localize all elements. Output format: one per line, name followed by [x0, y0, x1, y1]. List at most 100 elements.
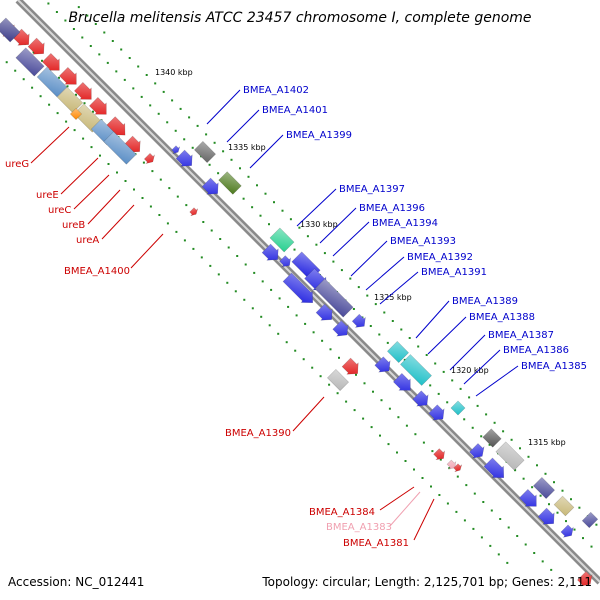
tick-dot [455, 510, 458, 513]
gene-red-feature [27, 37, 45, 55]
tick-dot [219, 238, 222, 240]
tick-dot [278, 297, 281, 300]
tick-dot [162, 90, 165, 93]
tick-dot [103, 31, 106, 34]
gene-blue-feature [537, 507, 555, 525]
tick-dot [502, 430, 505, 433]
tick-dot [168, 187, 171, 190]
tick-dot [111, 40, 114, 42]
gene-navy-feature [581, 511, 599, 529]
tick-dot [82, 137, 85, 140]
tick-dot [128, 57, 131, 59]
tick-dot [217, 172, 220, 175]
tick-dot [372, 390, 374, 393]
label-bmea-a1397: BMEA_A1397 [339, 184, 405, 195]
gene-blue-feature [393, 373, 411, 391]
tick-dot [570, 498, 572, 501]
label-bmea-a1385: BMEA_A1385 [521, 361, 587, 372]
tick-dot [539, 494, 542, 497]
tick-dot [179, 107, 182, 110]
tick-dot [404, 460, 407, 462]
tick-dot [357, 286, 360, 289]
tick-dot [259, 214, 262, 217]
tick-dot [171, 99, 174, 102]
tick-dot [32, 51, 35, 54]
tick-dot [268, 223, 270, 226]
tick-dot [302, 358, 305, 361]
gene-cyan-feature [400, 354, 432, 386]
tick-dot [383, 311, 386, 314]
tick-dot [366, 294, 369, 297]
tick-dot [396, 451, 398, 454]
tick-dot [323, 252, 326, 255]
tick-dot [482, 501, 485, 503]
label-urea: ureA [76, 235, 99, 246]
label-bmea-a1386: BMEA_A1386 [503, 345, 569, 356]
gene-red-feature [74, 82, 92, 100]
tick-dot [506, 561, 509, 564]
tick-dot [208, 163, 211, 166]
label-bmea-a1392: BMEA_A1392 [407, 252, 473, 263]
tick-dot [154, 82, 157, 85]
tick-dot [380, 399, 383, 402]
tick-dot [340, 269, 343, 272]
tick-dot [544, 472, 547, 475]
tick-dot [338, 356, 340, 359]
tick-dot [116, 171, 118, 174]
tick-dot [158, 214, 161, 216]
tick-dot [510, 438, 513, 441]
tick-dot [524, 543, 527, 546]
tick-dot [244, 263, 247, 266]
tick-dot [213, 141, 216, 144]
tick-dot [55, 11, 58, 13]
tick-dot [217, 273, 220, 276]
gene-red-feature [59, 67, 77, 85]
tick-dot [400, 328, 403, 331]
tick-dot [493, 421, 496, 424]
tick-dot [391, 320, 394, 322]
tick-dot [522, 477, 525, 480]
tick-dot [151, 170, 154, 173]
tick-dot [434, 362, 437, 365]
tick-dot [336, 392, 339, 395]
tick-dot [39, 95, 42, 98]
tick-dot [230, 158, 233, 161]
tick-dot [268, 324, 271, 327]
tick-dot [289, 218, 292, 221]
gene-red-feature [189, 207, 198, 216]
tick-dot [439, 458, 442, 461]
ruler-label-1320: 1320 kbp [451, 366, 489, 375]
gene-red-feature [12, 28, 30, 46]
label-ureb: ureB [62, 220, 85, 231]
gene-red-feature [577, 571, 593, 587]
tick-dot [273, 201, 275, 204]
tick-dot [468, 396, 471, 399]
tick-dot [94, 23, 97, 25]
gene-red-feature [42, 53, 60, 71]
tick-dot [157, 112, 160, 115]
tick-dot [456, 475, 459, 478]
gene-blue-feature [469, 443, 485, 459]
tick-dot [536, 464, 538, 467]
label-bmea-a1388: BMEA_A1388 [469, 312, 535, 323]
tick-dot [306, 235, 309, 238]
gene-navy-feature [314, 278, 354, 318]
label-bmea-a1402: BMEA_A1402 [243, 85, 309, 96]
tick-dot [133, 188, 135, 191]
gene-blue-feature [315, 303, 333, 321]
tick-dot [304, 322, 307, 325]
tick-dot [485, 413, 488, 416]
tick-dot [582, 537, 584, 540]
tick-dot [48, 103, 51, 106]
tick-dot [243, 298, 246, 301]
tick-dot [561, 489, 564, 492]
label-bmea-a1393: BMEA_A1393 [390, 236, 456, 247]
tick-dot [99, 154, 101, 157]
tick-dot [374, 303, 377, 306]
tick-dot [497, 553, 500, 556]
tick-dot [192, 247, 195, 250]
tick-dot [176, 195, 179, 198]
tick-dot [64, 19, 67, 22]
tick-dot [448, 467, 451, 470]
